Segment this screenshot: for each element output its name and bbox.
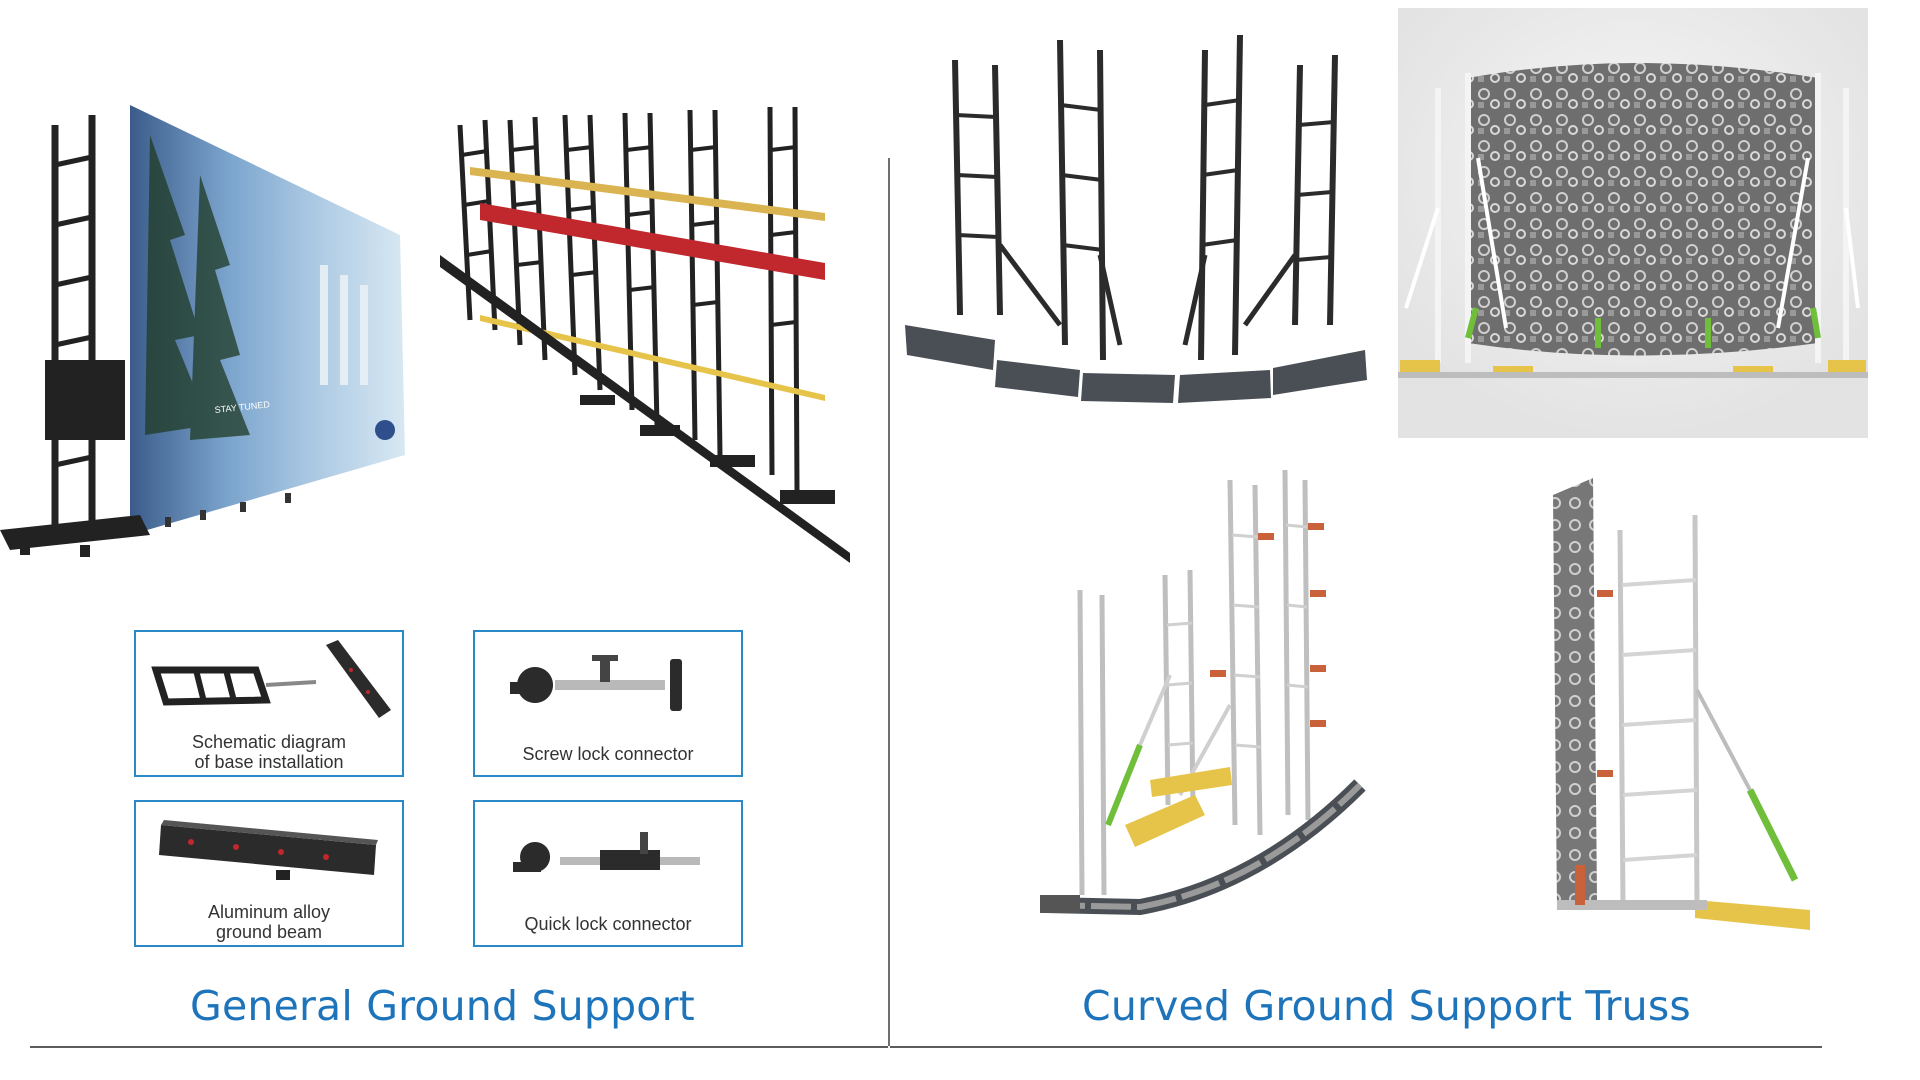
part-box-quick-lock-connector: Quick lock connector [473,800,743,947]
ladder-frame-truss-image [440,95,860,585]
section-title-curved-ground-support-truss: Curved Ground Support Truss [1082,982,1691,1030]
led-wall-photo: STAY TUNED [0,95,420,585]
curved-wall-render-image [1398,8,1868,438]
curved-base-assembly-image [1030,455,1410,940]
part-label-line: Schematic diagram [191,732,347,752]
curved-truss-frames-image [905,25,1385,415]
part-label-line: Aluminum alloy [207,902,331,922]
part-label-line: Quick lock connector [524,914,692,934]
part-label-line: ground beam [215,922,323,942]
caption-underline-right [890,1046,1822,1048]
part-label-line: of base installation [194,752,344,772]
caption-underline-left [30,1046,888,1048]
part-box-aluminum-ground-beam: Aluminum alloy ground beam [134,800,404,947]
section-title-general-ground-support: General Ground Support [190,982,695,1030]
part-label-line: Screw lock connector [522,744,694,764]
section-divider [888,158,890,1046]
part-box-base-installation: Schematic diagram of base installation [134,630,404,777]
curved-side-frame-image [1545,470,1845,940]
part-box-screw-lock-connector: Screw lock connector [473,630,743,777]
